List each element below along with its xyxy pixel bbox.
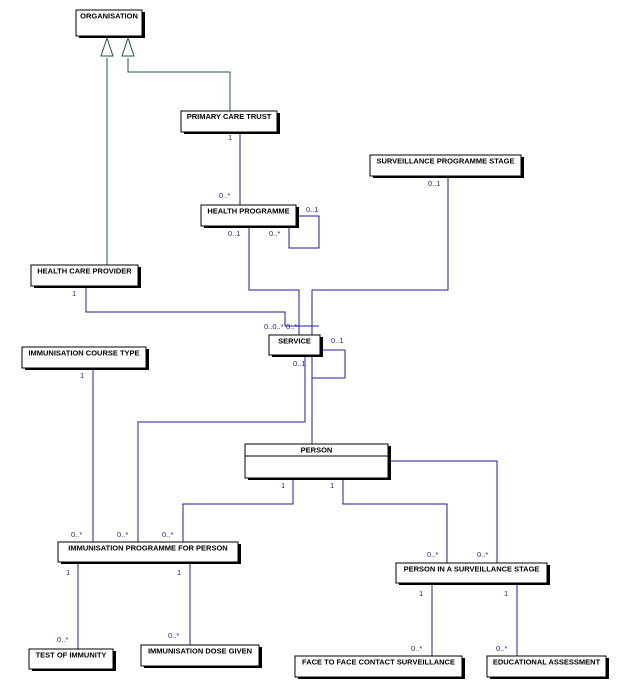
- generalization-lines: [100, 36, 231, 265]
- entity-health-programme[interactable]: HEALTH PROGRAMME: [200, 204, 299, 228]
- entity-label-health-programme: HEALTH PROGRAMME: [207, 207, 289, 216]
- entity-label-immunisation-course-type: IMMUNISATION COURSE TYPE: [28, 349, 139, 358]
- entity-immunisation-programme-for-person[interactable]: IMMUNISATION PROGRAMME FOR PERSON: [57, 541, 241, 564]
- multiplicity-label: 0..*: [219, 191, 230, 200]
- multiplicity-label: 0..*: [496, 644, 507, 653]
- multiplicity-label: 0..*: [427, 550, 438, 559]
- entity-immunisation-course-type[interactable]: IMMUNISATION COURSE TYPE: [21, 346, 149, 370]
- multiplicity-label: 1: [419, 589, 423, 598]
- multiplicity-label: 0..*: [477, 550, 488, 559]
- multiplicity-label: 0..*: [57, 635, 68, 644]
- entity-organisation[interactable]: ORGANISATION: [75, 9, 145, 38]
- assoc-health-programme-service: [248, 228, 300, 335]
- multiplicity-label: 1: [177, 568, 181, 577]
- multiplicity-label: 0..1: [428, 179, 441, 188]
- multiplicity-label: 1: [66, 568, 70, 577]
- entity-educational-assessment[interactable]: EDUCATIONAL ASSESSMENT: [486, 655, 609, 679]
- multiplicity-label: 0..*: [162, 530, 173, 539]
- multiplicity-labels: 1 0..* 0..1 0..* 0..1 0..1 1 0..0..* 0..…: [57, 133, 508, 653]
- multiplicity-label: 0..*: [71, 530, 82, 539]
- entity-label-immunisation-dose-given: IMMUNISATION DOSE GIVEN: [148, 647, 252, 656]
- multiplicity-label: 1: [228, 133, 232, 142]
- association-lines: [77, 134, 518, 657]
- multiplicity-label: 1: [281, 481, 285, 490]
- entity-test-of-immunity[interactable]: TEST OF IMMUNITY: [28, 648, 116, 671]
- entity-immunisation-dose-given[interactable]: IMMUNISATION DOSE GIVEN: [140, 644, 262, 668]
- multiplicity-label: 0..1: [293, 359, 306, 368]
- assoc-hcp-service: [85, 288, 319, 327]
- generalization-line-primary-care-trust: [127, 58, 231, 112]
- entity-label-person-in-surveillance-stage: PERSON IN A SURVEILLANCE STAGE: [404, 565, 540, 574]
- multiplicity-label: 0..*: [286, 322, 297, 331]
- entity-person-in-surveillance-stage[interactable]: PERSON IN A SURVEILLANCE STAGE: [395, 562, 550, 585]
- multiplicity-label: 0..*: [168, 631, 179, 640]
- multiplicity-label: 0..1: [331, 336, 344, 345]
- entity-label-health-care-provider: HEALTH CARE PROVIDER: [37, 267, 132, 276]
- entity-health-care-provider[interactable]: HEALTH CARE PROVIDER: [30, 264, 141, 288]
- generalization-arrowhead-right: [121, 36, 135, 57]
- entity-label-immunisation-programme-for-person: IMMUNISATION PROGRAMME FOR PERSON: [68, 544, 227, 553]
- multiplicity-label: 0..1: [228, 229, 241, 238]
- entity-label-service: SERVICE: [278, 337, 311, 346]
- multiplicity-label: 0..*: [411, 644, 422, 653]
- assoc-surveillance-stage-service: [311, 178, 449, 335]
- entity-label-person: PERSON: [301, 446, 333, 455]
- entity-label-test-of-immunity: TEST OF IMMUNITY: [36, 651, 107, 660]
- multiplicity-label: 1: [330, 481, 334, 490]
- multiplicity-label: 0..*: [269, 229, 280, 238]
- entity-person[interactable]: PERSON: [244, 443, 391, 480]
- entity-surveillance-programme-stage[interactable]: SURVEILLANCE PROGRAMME STAGE: [369, 154, 524, 178]
- entity-service[interactable]: SERVICE: [268, 334, 323, 357]
- multiplicity-label: 0..1: [306, 205, 319, 214]
- multiplicity-label: 1: [504, 589, 508, 598]
- assoc-service-ipp: [137, 357, 306, 543]
- multiplicity-label: 0..0..*: [264, 322, 284, 331]
- entity-label-organisation: ORGANISATION: [80, 12, 138, 21]
- entity-label-primary-care-trust: PRIMARY CARE TRUST: [187, 112, 272, 121]
- entity-label-face-to-face-contact-surveillance: FACE TO FACE CONTACT SURVEILLANCE: [302, 658, 455, 667]
- entity-label-educational-assessment: EDUCATIONAL ASSESSMENT: [493, 658, 601, 667]
- assoc-person-pss: [342, 480, 448, 563]
- entity-label-surveillance-programme-stage: SURVEILLANCE PROGRAMME STAGE: [376, 157, 514, 166]
- entity-face-to-face-contact-surveillance[interactable]: FACE TO FACE CONTACT SURVEILLANCE: [294, 655, 465, 679]
- multiplicity-label: 1: [72, 289, 76, 298]
- entity-primary-care-trust[interactable]: PRIMARY CARE TRUST: [180, 110, 280, 134]
- multiplicity-label: 0..*: [117, 530, 128, 539]
- assoc-person-pss-b: [387, 460, 498, 563]
- multiplicity-label: 1: [80, 371, 84, 380]
- assoc-health-programme-self: [288, 215, 320, 249]
- generalization-arrowhead-left: [100, 36, 114, 57]
- assoc-person-ipp: [182, 480, 294, 543]
